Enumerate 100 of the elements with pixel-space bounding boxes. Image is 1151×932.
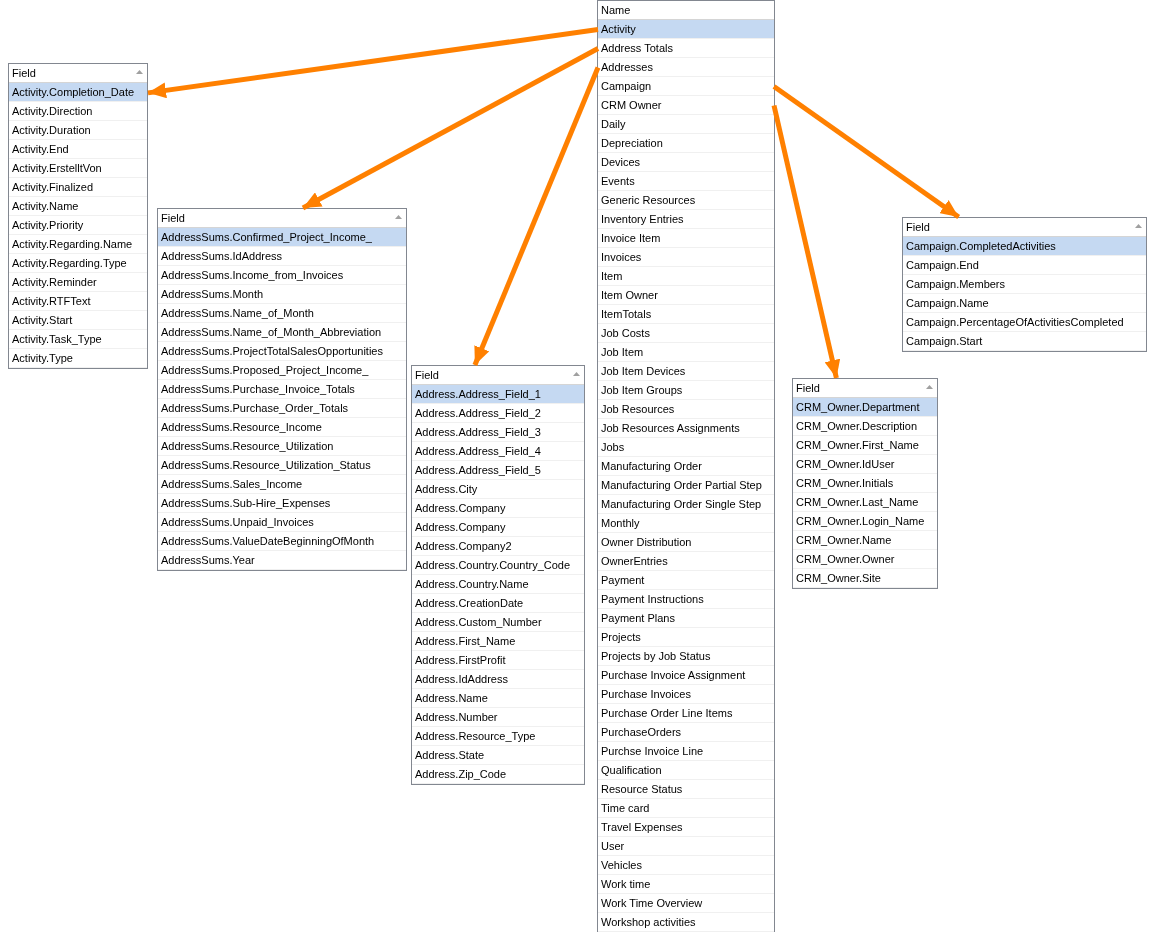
- list-row: Qualification: [598, 761, 774, 780]
- list-row: Devices: [598, 153, 774, 172]
- list-row: Campaign: [598, 77, 774, 96]
- list-row: Generic Resources: [598, 191, 774, 210]
- list-row: Campaign.Name: [903, 294, 1146, 313]
- list-row: Address.City: [412, 480, 584, 499]
- list-row: Address.Address_Field_1: [412, 385, 584, 404]
- list-row: Events: [598, 172, 774, 191]
- list-row: Owner Distribution: [598, 533, 774, 552]
- list-row: AddressSums.Resource_Utilization: [158, 437, 406, 456]
- list-row: Activity.Type: [9, 349, 147, 368]
- list-row: User: [598, 837, 774, 856]
- list-row: AddressSums.Sub-Hire_Expenses: [158, 494, 406, 513]
- list-row: Activity.Task_Type: [9, 330, 147, 349]
- list-row: Payment Plans: [598, 609, 774, 628]
- list-row: Activity.Start: [9, 311, 147, 330]
- list-row: Job Item: [598, 343, 774, 362]
- list-row: Job Item Devices: [598, 362, 774, 381]
- list-row: Address.Zip_Code: [412, 765, 584, 784]
- list-row: AddressSums.Year: [158, 551, 406, 570]
- list-row: Address.Custom_Number: [412, 613, 584, 632]
- arrow: [772, 84, 961, 220]
- list-row: Projects by Job Status: [598, 647, 774, 666]
- list-row: CRM_Owner.First_Name: [793, 436, 937, 455]
- list-row: Time card: [598, 799, 774, 818]
- list-row: Address.Address_Field_2: [412, 404, 584, 423]
- list-row: Campaign.Start: [903, 332, 1146, 351]
- list-row: Daily: [598, 115, 774, 134]
- list-row: Activity.Regarding.Name: [9, 235, 147, 254]
- list-row: Activity.RTFText: [9, 292, 147, 311]
- list-row: AddressSums.Unpaid_Invoices: [158, 513, 406, 532]
- list-row: AddressSums.Confirmed_Project_Income_: [158, 228, 406, 247]
- list-row: ItemTotals: [598, 305, 774, 324]
- list-row: Campaign.PercentageOfActivitiesCompleted: [903, 313, 1146, 332]
- list-row: Address.Name: [412, 689, 584, 708]
- list-row: CRM_Owner.IdUser: [793, 455, 937, 474]
- list-row: Activity.Name: [9, 197, 147, 216]
- list-row: CRM_Owner.Owner: [793, 550, 937, 569]
- list-row: Work time: [598, 875, 774, 894]
- list-row: Purchase Invoice Assignment: [598, 666, 774, 685]
- list-panel: [597, 0, 775, 932]
- list-row: Depreciation: [598, 134, 774, 153]
- list-row: Payment: [598, 571, 774, 590]
- list-row: Manufacturing Order Partial Step: [598, 476, 774, 495]
- column-header: Field: [796, 382, 820, 394]
- list-row: Vehicles: [598, 856, 774, 875]
- arrow: [771, 104, 841, 379]
- list-row: Payment Instructions: [598, 590, 774, 609]
- list-row: Activity.ErstelltVon: [9, 159, 147, 178]
- list-row: Job Resources: [598, 400, 774, 419]
- list-panel: [157, 208, 407, 571]
- list-row: Address.Company: [412, 499, 584, 518]
- list-row: Activity.Finalized: [9, 178, 147, 197]
- list-row: AddressSums.Name_of_Month_Abbreviation: [158, 323, 406, 342]
- list-row: Travel Expenses: [598, 818, 774, 837]
- column-header: Field: [12, 67, 36, 79]
- list-row: AddressSums.Resource_Income: [158, 418, 406, 437]
- list-row: CRM_Owner.Description: [793, 417, 937, 436]
- list-row: AddressSums.Purchase_Invoice_Totals: [158, 380, 406, 399]
- list-row: Address.Country.Country_Code: [412, 556, 584, 575]
- list-row: CRM_Owner.Initials: [793, 474, 937, 493]
- list-row: Purchase Order Line Items: [598, 704, 774, 723]
- list-row: Work Time Overview: [598, 894, 774, 913]
- list-row: Item: [598, 267, 774, 286]
- list-row: Jobs: [598, 438, 774, 457]
- list-row: AddressSums.Income_from_Invoices: [158, 266, 406, 285]
- list-panel: [792, 378, 938, 589]
- list-row: AddressSums.Purchase_Order_Totals: [158, 399, 406, 418]
- list-row: CRM_Owner.Login_Name: [793, 512, 937, 531]
- list-row: Item Owner: [598, 286, 774, 305]
- list-row: Purchase Invoices: [598, 685, 774, 704]
- list-row: Activity.End: [9, 140, 147, 159]
- list-row: CRM_Owner.Name: [793, 531, 937, 550]
- list-panel: [411, 365, 585, 785]
- list-row: Activity.Regarding.Type: [9, 254, 147, 273]
- list-row: Purchse Invoice Line: [598, 742, 774, 761]
- list-row: Campaign.End: [903, 256, 1146, 275]
- list-row: CRM_Owner.Site: [793, 569, 937, 588]
- list-row: CRM_Owner.Last_Name: [793, 493, 937, 512]
- list-row: Workshop activities: [598, 913, 774, 932]
- list-row: Activity.Completion_Date: [9, 83, 147, 102]
- arrow: [147, 27, 599, 99]
- list-row: Invoice Item: [598, 229, 774, 248]
- list-row: CRM_Owner.Department: [793, 398, 937, 417]
- column-header: Field: [415, 369, 439, 381]
- list-row: Projects: [598, 628, 774, 647]
- list-row: AddressSums.Resource_Utilization_Status: [158, 456, 406, 475]
- list-row: CRM Owner: [598, 96, 774, 115]
- list-row: Manufacturing Order Single Step: [598, 495, 774, 514]
- list-row: Activity.Reminder: [9, 273, 147, 292]
- list-row: Address.Resource_Type: [412, 727, 584, 746]
- list-row: Activity: [598, 20, 774, 39]
- list-row: Address.Address_Field_4: [412, 442, 584, 461]
- list-row: AddressSums.Proposed_Project_Income_: [158, 361, 406, 380]
- list-row: AddressSums.Name_of_Month: [158, 304, 406, 323]
- column-header: Field: [906, 221, 930, 233]
- list-row: Address Totals: [598, 39, 774, 58]
- arrow: [472, 66, 601, 366]
- list-row: Address.Company2: [412, 537, 584, 556]
- list-row: Address.Address_Field_5: [412, 461, 584, 480]
